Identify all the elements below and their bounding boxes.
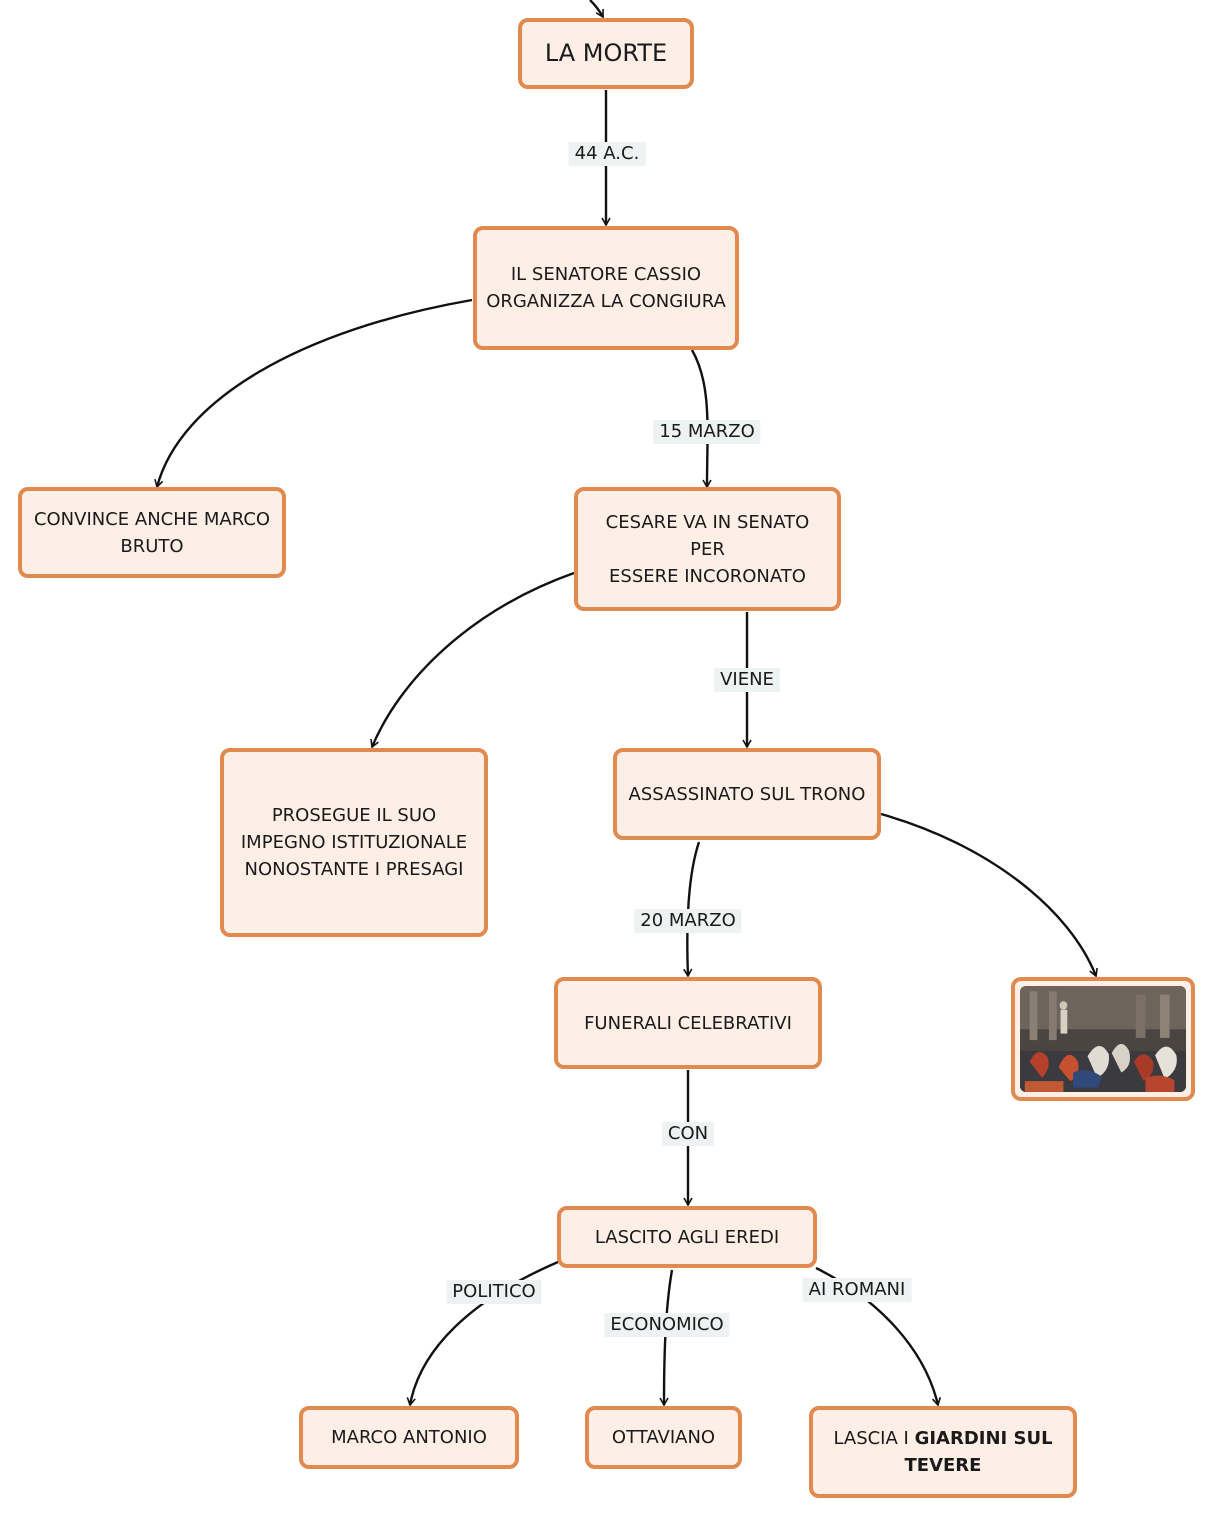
node-prosegue-text: PROSEGUE IL SUO IMPEGNO ISTITUZIONALE NO… — [240, 805, 468, 880]
node-assassinato-text: ASSASSINATO SUL TRONO — [628, 783, 866, 805]
node-cesare-text: CESARE VA IN SENATO PER ESSERE INCORONAT… — [605, 511, 810, 587]
edge-label-15-marzo: 15 MARZO — [653, 420, 761, 444]
node-image[interactable] — [1011, 977, 1195, 1101]
edge-label-viene: VIENE — [714, 668, 780, 692]
edge-assassinato-image — [880, 812, 1098, 978]
node-convince-bruto[interactable]: CONVINCE ANCHE MARCO BRUTO — [18, 487, 286, 578]
node-funerali-text: FUNERALI CELEBRATIVI — [584, 1012, 792, 1034]
edge-label-44ac: 44 A.C. — [568, 142, 646, 166]
edge-label-economico: ECONOMICO — [604, 1313, 730, 1337]
node-assassinato[interactable]: ASSASSINATO SUL TRONO — [613, 748, 881, 840]
node-la-morte[interactable]: LA MORTE — [518, 18, 694, 89]
node-funerali[interactable]: FUNERALI CELEBRATIVI — [554, 977, 822, 1069]
edge-label-20-marzo: 20 MARZO — [634, 909, 742, 933]
node-prosegue[interactable]: PROSEGUE IL SUO IMPEGNO ISTITUZIONALE NO… — [220, 748, 488, 937]
giardini-prefix-text: LASCIA I — [833, 1428, 915, 1449]
node-senatore-text: IL SENATORE CASSIO ORGANIZZA LA CONGIURA — [486, 264, 726, 312]
edge-label-con: CON — [661, 1122, 715, 1146]
giardini-bold-text: GIARDINI SUL TEVERE — [904, 1428, 1053, 1476]
node-ottaviano-text: OTTAVIANO — [611, 1427, 716, 1448]
node-lascito-text: LASCITO AGLI EREDI — [594, 1226, 780, 1248]
edge-label-politico: POLITICO — [446, 1280, 542, 1304]
node-marco-antonio-text: MARCO ANTONIO — [331, 1427, 487, 1448]
edge-label-ai-romani: AI ROMANI — [802, 1278, 912, 1302]
edge-cesare-prosegue — [370, 571, 575, 749]
edge-senatore-convince — [154, 298, 473, 489]
assassination-painting-image — [1020, 986, 1186, 1092]
edge-senatore-cesare — [690, 349, 712, 489]
node-cesare-senato[interactable]: CESARE VA IN SENATO PER ESSERE INCORONAT… — [574, 487, 841, 611]
node-senatore-cassio[interactable]: IL SENATORE CASSIO ORGANIZZA LA CONGIURA — [473, 226, 739, 350]
edge-lascito-ottaviano — [659, 1269, 674, 1407]
node-giardini[interactable]: LASCIA I GIARDINI SUL TEVERE — [809, 1406, 1077, 1498]
node-ottaviano[interactable]: OTTAVIANO — [585, 1406, 742, 1469]
edge-incoming — [589, 0, 605, 19]
node-lascito[interactable]: LASCITO AGLI EREDI — [557, 1206, 817, 1268]
node-convince-text: CONVINCE ANCHE MARCO BRUTO — [33, 508, 271, 557]
node-marco-antonio[interactable]: MARCO ANTONIO — [299, 1406, 519, 1469]
edge-lascito-marco — [406, 1260, 559, 1407]
node-giardini-text: LASCIA I GIARDINI SUL TEVERE — [833, 1425, 1052, 1479]
node-la-morte-text: LA MORTE — [544, 39, 668, 67]
edge-assassinato-funerali — [683, 841, 701, 978]
